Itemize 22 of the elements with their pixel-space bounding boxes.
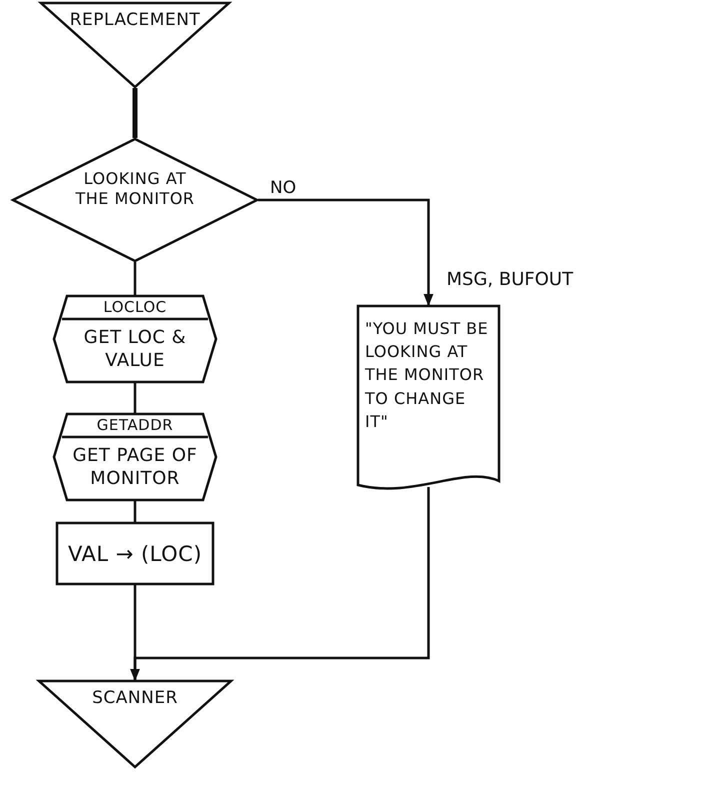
subroutine-name: LOCLOC bbox=[102, 298, 168, 317]
flow-line bbox=[134, 383, 136, 413]
flow-line bbox=[132, 88, 138, 138]
decision-diamond bbox=[12, 138, 258, 262]
decision-label: LOOKING AT THE MONITOR bbox=[74, 169, 196, 209]
process-label: GET LOC & VALUE bbox=[82, 327, 188, 372]
subroutine-hexagon bbox=[53, 295, 217, 383]
flow-arrow bbox=[130, 487, 430, 682]
flow-arrow bbox=[258, 198, 434, 306]
subroutine-hexagon bbox=[53, 413, 217, 501]
process-box bbox=[56, 522, 214, 585]
process-label: GET PAGE OF MONITOR bbox=[72, 445, 198, 490]
flow-line bbox=[134, 501, 136, 522]
process-label: VAL → (LOC) bbox=[66, 540, 204, 567]
message-text: "YOU MUST BE LOOKING AT THE MONITOR TO CHANGE IT" bbox=[365, 318, 490, 433]
terminal-triangle bbox=[40, 2, 230, 88]
terminal-triangle bbox=[38, 680, 232, 768]
flow-line bbox=[134, 262, 136, 295]
terminal-label: SCANNER bbox=[91, 688, 179, 710]
terminal-label: REPLACEMENT bbox=[68, 10, 202, 32]
subroutine-name: GETADDR bbox=[96, 416, 174, 435]
node-caption: MSG, BUFOUT bbox=[446, 269, 574, 290]
